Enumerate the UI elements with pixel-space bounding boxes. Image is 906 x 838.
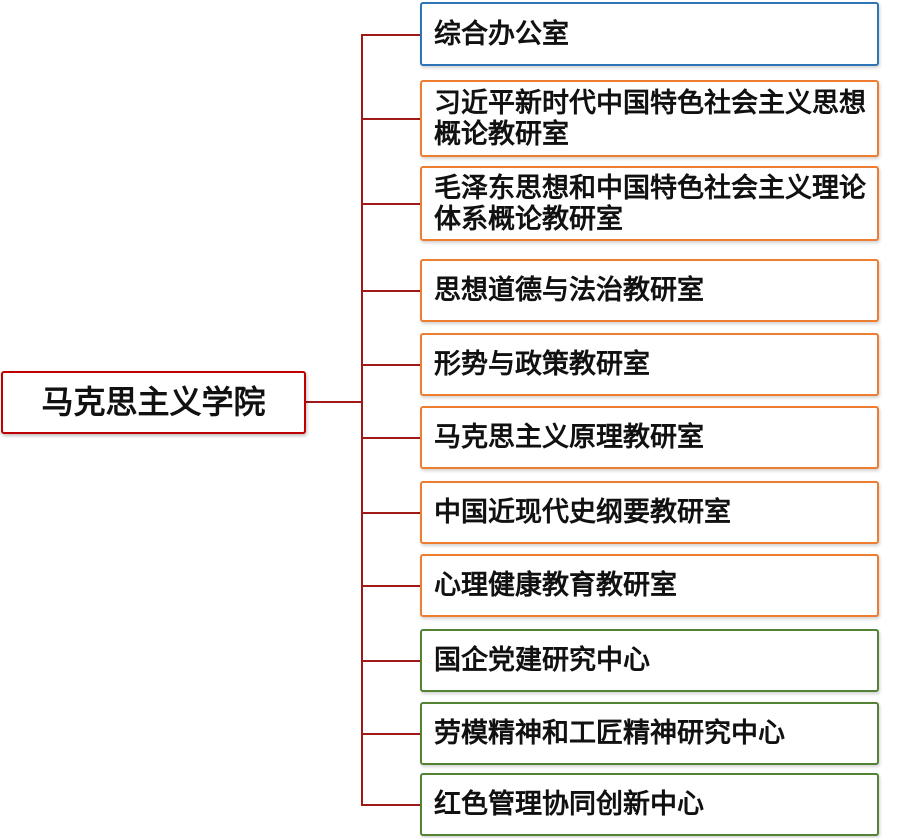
unit-node-mental-health: 心理健康教育教研室 [420, 554, 879, 617]
unit-node-general-office: 综合办公室 [420, 2, 879, 66]
branch-connector [361, 733, 420, 735]
unit-label: 劳模精神和工匠精神研究中心 [434, 718, 785, 749]
branch-connector [361, 512, 420, 514]
branch-connector [361, 118, 420, 120]
unit-label: 国企党建研究中心 [434, 645, 650, 676]
root-node: 马克思主义学院 [1, 371, 306, 434]
unit-node-modern-history: 中国近现代史纲要教研室 [420, 481, 879, 544]
trunk-connector [361, 34, 363, 805]
unit-label: 马克思主义原理教研室 [434, 422, 704, 453]
unit-label: 形势与政策教研室 [434, 349, 650, 380]
unit-label: 红色管理协同创新中心 [434, 789, 704, 820]
branch-connector [361, 203, 420, 205]
unit-node-marxism-principles: 马克思主义原理教研室 [420, 406, 879, 469]
unit-node-mao-theory: 毛泽东思想和中国特色社会主义理论体系概论教研室 [420, 166, 879, 241]
branch-connector [361, 34, 420, 36]
branch-connector [361, 437, 420, 439]
branch-connector [361, 585, 420, 587]
branch-connector [361, 804, 420, 806]
root-connector [306, 401, 362, 403]
unit-node-xi-thought: 习近平新时代中国特色社会主义思想概论教研室 [420, 80, 879, 157]
unit-label: 心理健康教育教研室 [434, 570, 677, 601]
unit-node-craftsman-spirit-center: 劳模精神和工匠精神研究中心 [420, 702, 879, 765]
unit-label: 思想道德与法治教研室 [434, 275, 704, 306]
unit-label: 综合办公室 [434, 18, 569, 50]
branch-connector [361, 290, 420, 292]
branch-connector [361, 364, 420, 366]
unit-label: 习近平新时代中国特色社会主义思想概论教研室 [434, 87, 866, 150]
unit-label: 毛泽东思想和中国特色社会主义理论体系概论教研室 [434, 172, 866, 235]
unit-node-red-management-center: 红色管理协同创新中心 [420, 773, 879, 836]
unit-label: 中国近现代史纲要教研室 [434, 497, 731, 528]
root-label: 马克思主义学院 [41, 383, 266, 421]
unit-node-morality-law: 思想道德与法治教研室 [420, 259, 879, 322]
unit-node-party-building-center: 国企党建研究中心 [420, 629, 879, 692]
branch-connector [361, 660, 420, 662]
unit-node-situation-policy: 形势与政策教研室 [420, 333, 879, 396]
